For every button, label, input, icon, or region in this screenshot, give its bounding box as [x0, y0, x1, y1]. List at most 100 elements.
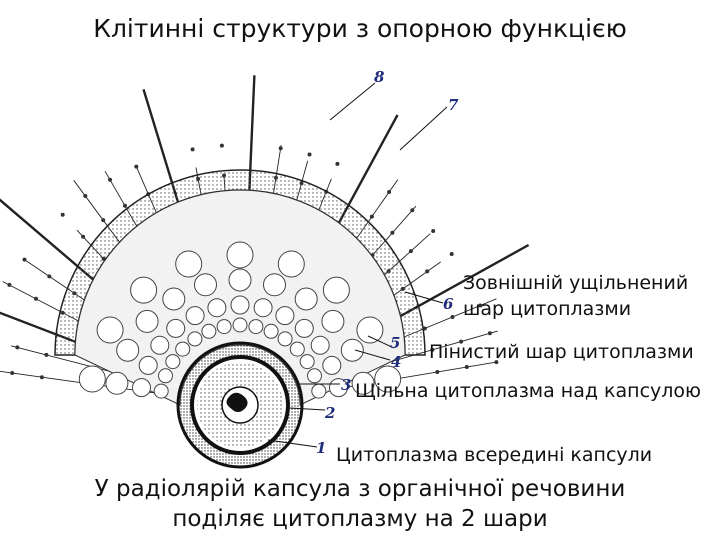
pseudopodium-bead [81, 234, 86, 239]
vacuole [175, 341, 191, 357]
vacuole [187, 331, 203, 347]
pseudopodium-bead [335, 161, 340, 166]
vacuole [116, 338, 140, 362]
vacuole [230, 295, 250, 315]
pseudopodium-bead [190, 147, 195, 152]
pseudopodium-bead [487, 331, 492, 336]
pseudopodium-bead [134, 164, 139, 169]
vacuole [322, 276, 350, 304]
vacuole [311, 383, 327, 399]
vacuole [162, 287, 186, 311]
vacuole [275, 306, 295, 326]
pseudopodium-bead [83, 194, 88, 198]
vacuole [277, 331, 293, 347]
pseudopodium-bead [464, 365, 469, 369]
label-outer-layer-line2: шар цитоплазми [463, 298, 632, 320]
pseudopodium-bead [450, 315, 455, 319]
pseudopodium-bead [101, 218, 106, 223]
vacuole [78, 365, 106, 393]
vacuole [307, 368, 322, 384]
vacuole [216, 319, 232, 335]
figure-number-1: 1 [316, 439, 326, 457]
figure-number-3: 3 [341, 376, 351, 394]
pseudopodium-bead [15, 345, 20, 350]
vacuole [130, 276, 158, 304]
vacuole [351, 371, 375, 395]
vacuole [226, 241, 254, 269]
vacuole [165, 354, 181, 370]
vacuole [207, 298, 227, 318]
pseudopodium-bead [307, 152, 312, 157]
figure-number-5: 5 [390, 334, 400, 352]
pseudopodium-bead [435, 370, 440, 374]
pseudopodium-bead [449, 252, 454, 256]
vacuole [105, 371, 129, 395]
vacuole [340, 338, 364, 362]
pseudopodium-bead [459, 339, 464, 344]
vacuole [322, 355, 342, 375]
vacuole [263, 273, 286, 297]
label-dense-layer: Щільна цитоплазма над капсулою [355, 380, 702, 402]
vacuole [132, 378, 151, 398]
pseudopodium-bead [60, 212, 65, 217]
vacuole [248, 319, 264, 335]
vacuole [185, 306, 205, 326]
pseudopodium-bead [369, 214, 374, 219]
vacuole [253, 298, 273, 318]
vacuole [194, 273, 217, 297]
pseudopodium-bead [390, 230, 395, 235]
vacuole [175, 250, 203, 278]
pseudopodium-bead [425, 269, 430, 274]
figure-number-4: 4 [391, 353, 401, 371]
pseudopodium-bead [430, 347, 435, 352]
label-foamy-layer: Пінистий шар цитоплазми [429, 341, 694, 363]
vacuole [356, 316, 384, 344]
figure-number-8: 8 [374, 68, 385, 86]
pseudopodium-bead [478, 303, 483, 308]
figure-number-7: 7 [448, 96, 459, 114]
nucleus-chromatin [226, 392, 248, 412]
vacuole [228, 268, 252, 292]
vacuole [321, 309, 345, 333]
vacuole [135, 309, 159, 333]
pseudopodium-bead [410, 208, 415, 213]
pseudopodium-bead [7, 282, 12, 287]
pseudopodium-bead [278, 146, 283, 151]
pseudopodium-bead [408, 249, 413, 254]
vacuole [289, 341, 305, 357]
label-outer-layer-line1: Зовнішній ущільнений [463, 272, 689, 294]
vacuole [201, 323, 217, 339]
pseudopodium-bead [34, 296, 38, 301]
pseudopodium-bead [44, 352, 49, 357]
slide-title: Клітинні структури з опорною функцією [93, 14, 627, 43]
caption-line-2: поділяє цитоплазму на 2 шари [172, 506, 548, 532]
vacuole [329, 378, 348, 398]
vacuole [166, 318, 186, 338]
vacuole [294, 287, 318, 311]
figure-number-2: 2 [324, 404, 335, 422]
vacuole [263, 323, 279, 339]
slide-caption: У радіолярій капсула з органічної речови… [60, 474, 660, 534]
vacuole [277, 250, 305, 278]
pseudopodium-bead [219, 143, 224, 148]
caption-line-1: У радіолярій капсула з органічної речови… [94, 476, 626, 502]
vacuole [138, 355, 158, 375]
label-inner-cytoplasm: Цитоплазма всередині капсули [336, 444, 653, 466]
pseudopodium-bead [22, 257, 27, 262]
pseudopodium-bead [39, 375, 44, 380]
vacuole [158, 368, 173, 384]
pseudopodium-bead [47, 274, 52, 279]
vacuole [299, 354, 315, 370]
vacuole [153, 383, 169, 399]
pseudopodium-bead [387, 190, 392, 194]
pseudopodium-bead [494, 360, 499, 365]
vacuoles-group [78, 241, 402, 399]
pseudopodium-bead [123, 203, 127, 208]
figure-number-6: 6 [443, 295, 454, 313]
vacuole [374, 365, 402, 393]
pseudopodium-bead [10, 371, 15, 375]
vacuole [294, 318, 314, 338]
pseudopodium-bead [431, 229, 436, 233]
